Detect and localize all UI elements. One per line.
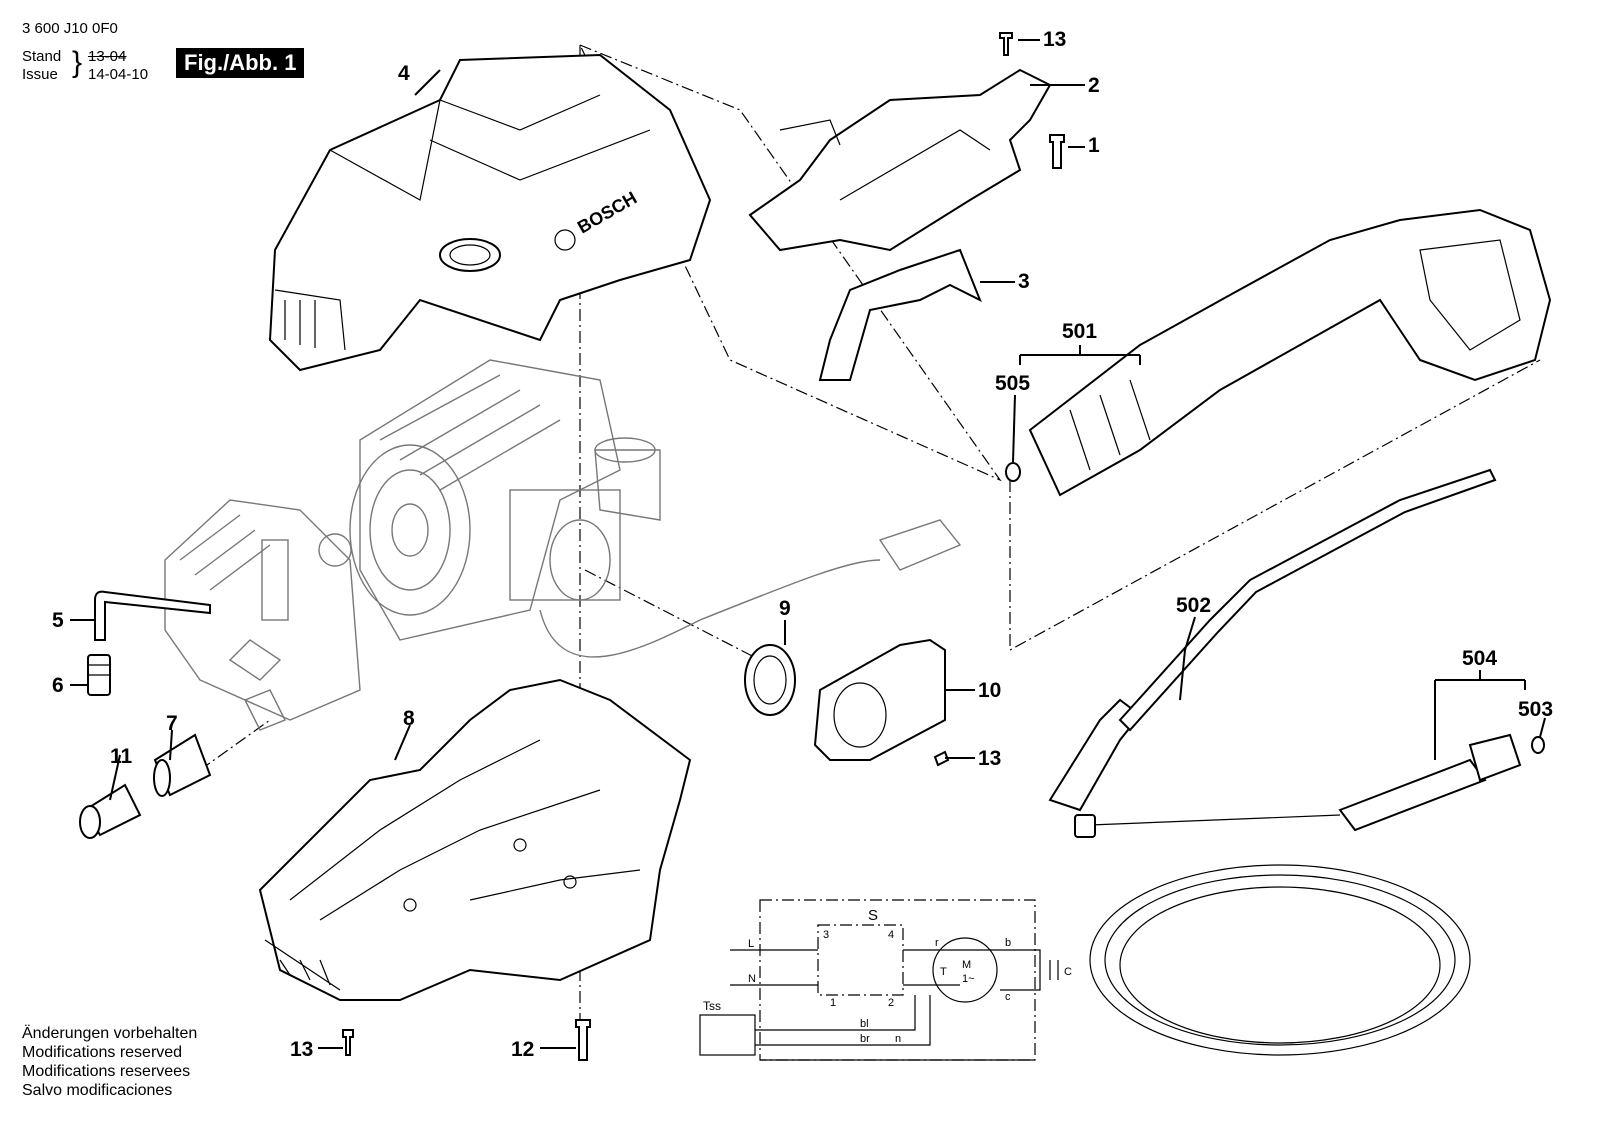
note-de: Änderungen vorbehalten	[22, 1025, 198, 1042]
callout-11: 11	[110, 745, 133, 768]
high-pressure-hose	[1074, 733, 1545, 1056]
callout-6: 6	[52, 674, 64, 697]
connectors-left	[79, 733, 212, 839]
modification-notes: Änderungen vorbehalten Modifications res…	[22, 1024, 197, 1100]
callout-4: 4	[398, 62, 410, 85]
term-4: 4	[888, 929, 894, 941]
callout-7: 7	[166, 712, 178, 735]
wire-c: c	[1005, 991, 1011, 1003]
wire-br: br	[860, 1033, 870, 1045]
callout-8: 8	[403, 707, 415, 730]
stand-label: Stand	[22, 48, 62, 65]
term-1: 1	[830, 997, 836, 1009]
wire-n: n	[895, 1033, 901, 1045]
callout-13-top: 13	[1043, 28, 1066, 51]
callout-504: 504	[1462, 647, 1497, 670]
sensor-label: Tss	[703, 999, 721, 1013]
tube-and-fitting	[87, 590, 211, 696]
cover-flap	[744, 638, 946, 761]
screws	[342, 32, 1065, 1061]
issue-label: Issue	[22, 66, 58, 83]
callout-5: 5	[52, 609, 64, 632]
spray-lance	[1048, 468, 1497, 812]
callout-501: 501	[1062, 320, 1097, 343]
note-en: Modifications reserved	[22, 1044, 183, 1061]
document-number: 3 600 J10 0F0	[22, 20, 118, 37]
callout-1: 1	[1088, 134, 1100, 157]
motor-sub: 1~	[962, 973, 975, 985]
wiring-diagram: S 3 4 1 2 L N M 1~ T C b c r Tss bl br n	[699, 899, 1072, 1061]
callout-505: 505	[995, 372, 1030, 395]
t-mark: T	[940, 966, 947, 978]
handle	[748, 68, 1052, 381]
callout-9: 9	[779, 597, 791, 620]
figure-label: Fig./Abb. 1	[176, 48, 305, 78]
spray-gun	[1005, 208, 1552, 497]
wire-r: r	[935, 937, 939, 949]
note-es: Salvo modificaciones	[22, 1082, 173, 1099]
callout-12: 12	[511, 1038, 534, 1061]
callout-3: 3	[1018, 270, 1030, 293]
cap-label: C	[1064, 966, 1072, 978]
motor-assembly	[349, 359, 962, 658]
note-fr: Modifications reservees	[22, 1063, 191, 1080]
motor-label: M	[962, 959, 971, 971]
line-n: N	[748, 973, 756, 985]
callout-2: 2	[1088, 74, 1100, 97]
callout-503: 503	[1518, 698, 1553, 721]
callout-13-right: 13	[978, 747, 1001, 770]
wire-bl: bl	[860, 1018, 869, 1030]
callout-502: 502	[1176, 594, 1211, 617]
pump-assembly	[164, 499, 361, 731]
line-l: L	[748, 938, 754, 950]
top-cover: BOSCH	[268, 53, 712, 372]
issue-value: 14-04-10	[88, 66, 149, 83]
stand-value: 13-04	[88, 48, 127, 65]
switch-label: S	[868, 907, 878, 924]
wire-b: b	[1005, 937, 1011, 949]
leader-lines	[70, 39, 1546, 1049]
brace: }	[72, 46, 83, 79]
callout-13-bottom: 13	[290, 1038, 313, 1061]
term-3: 3	[823, 929, 829, 941]
callout-10: 10	[978, 679, 1001, 702]
term-2: 2	[888, 997, 894, 1009]
callouts: 13 2 1 3 4 5 6 7 11 8 9 10 13 13 12 501 …	[52, 28, 1553, 1061]
base-housing	[258, 678, 692, 1001]
